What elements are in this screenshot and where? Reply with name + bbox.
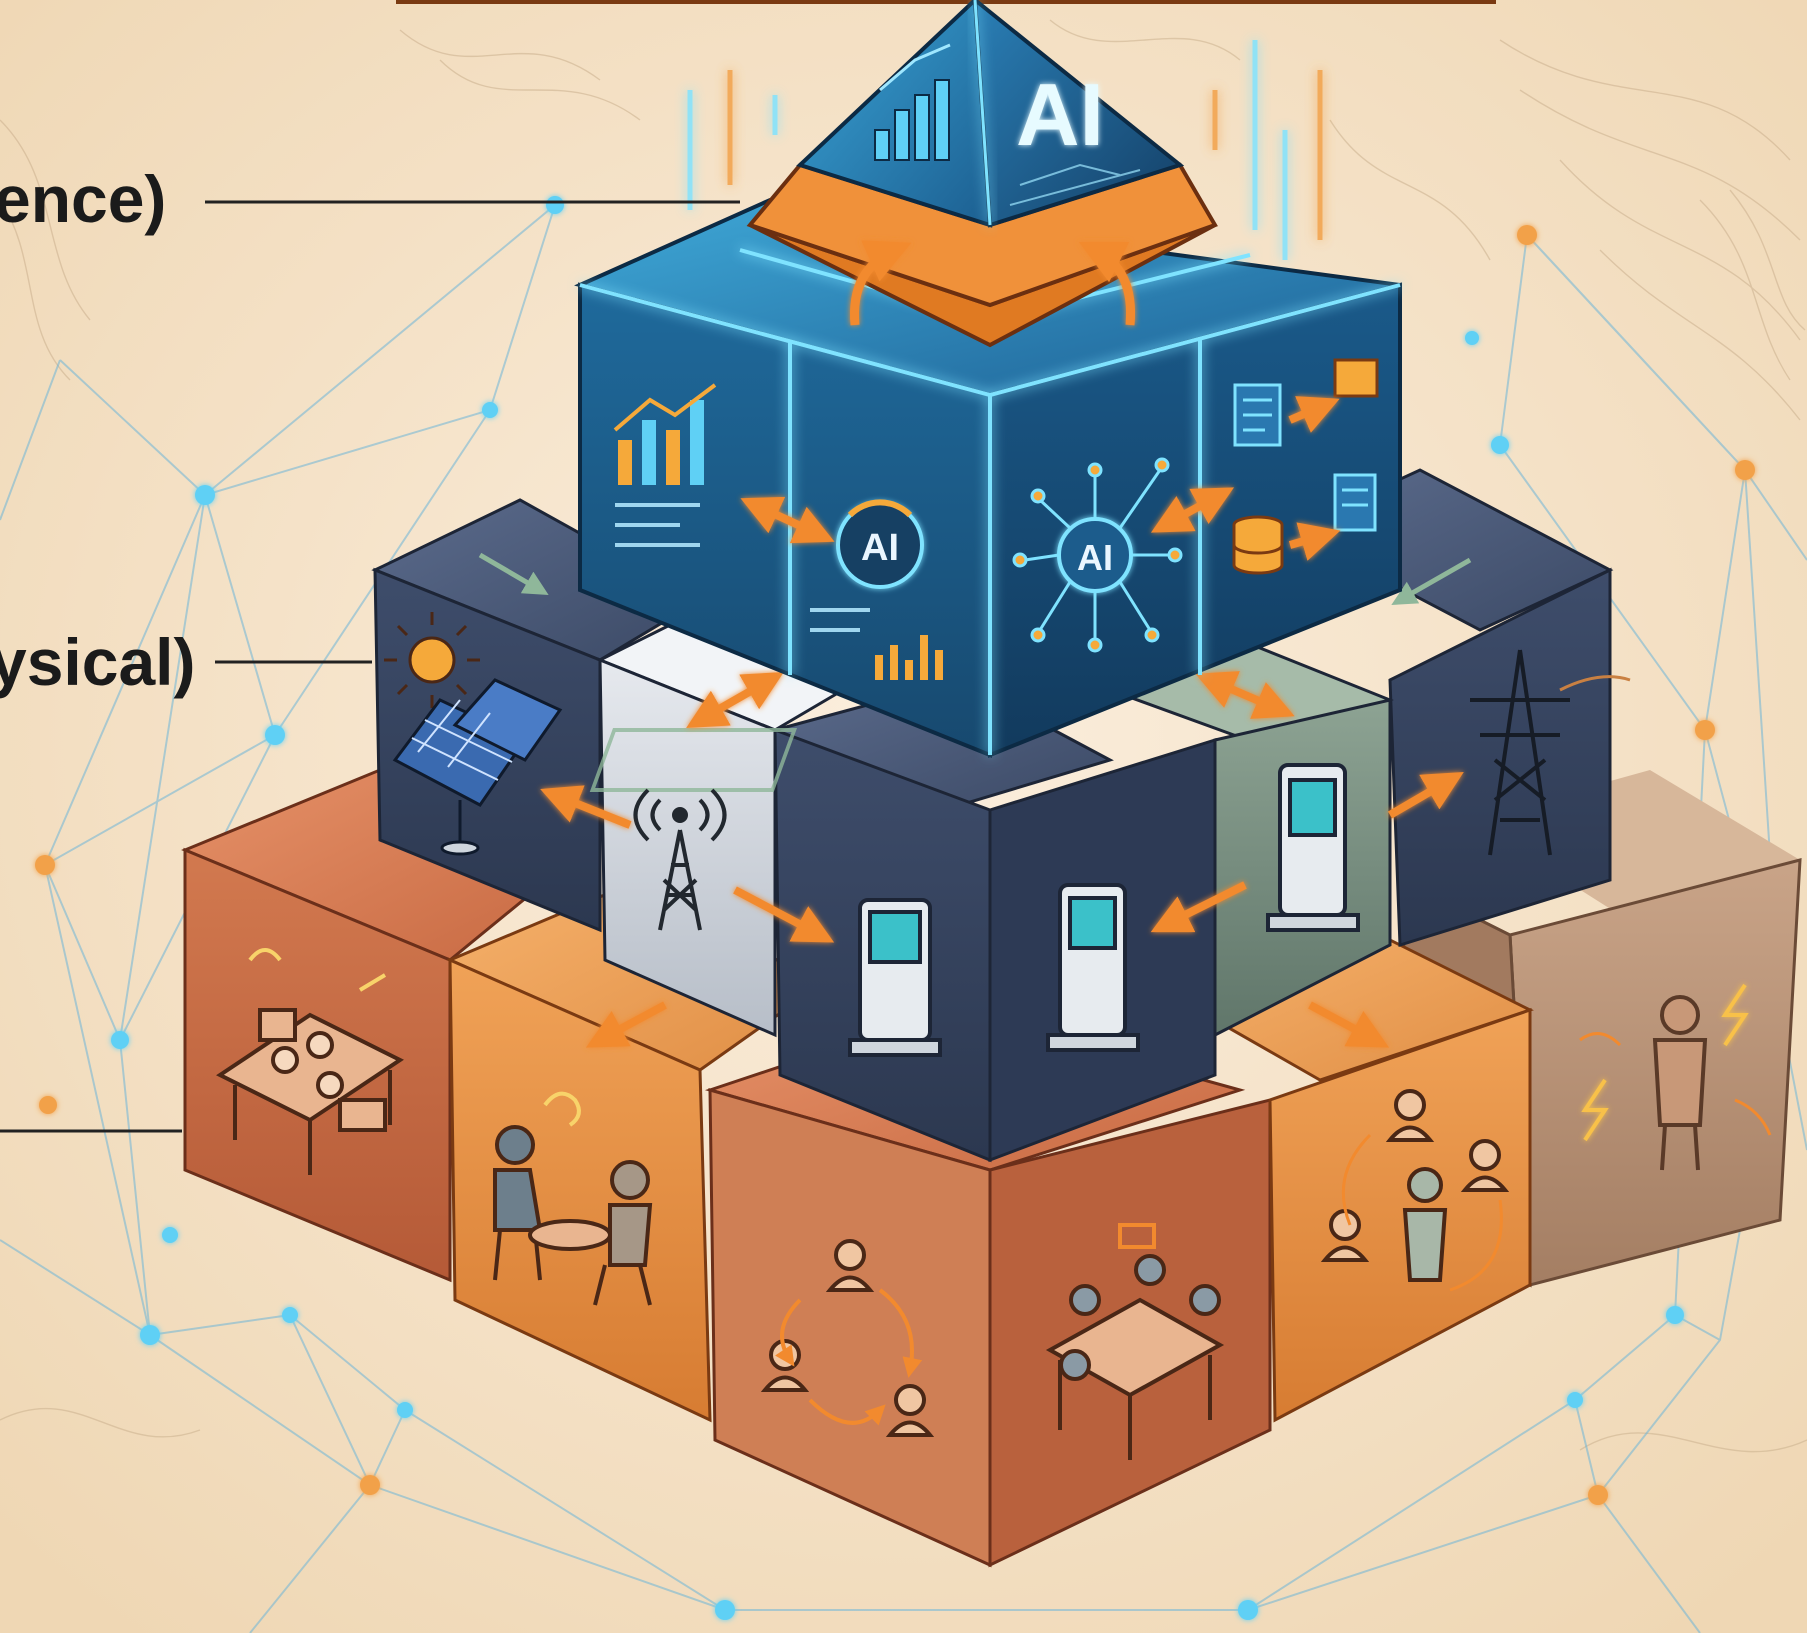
document-icon — [1233, 383, 1377, 532]
folder-icon — [1333, 358, 1379, 398]
cube-orange-right — [1176, 928, 1534, 1423]
neural-network-icon: AI — [1012, 457, 1183, 653]
pyramid-ai-label: AI — [1016, 65, 1104, 164]
ai-chip-icon: AI — [810, 499, 943, 680]
power-pylon-icon — [1470, 649, 1631, 856]
bar-chart-icon — [613, 383, 717, 547]
cube-slate-center — [589, 678, 1217, 1163]
sun-icon — [384, 612, 480, 708]
label-top-layer: ence) — [0, 162, 740, 236]
database-icon — [1232, 515, 1284, 575]
layer-labels: ence) ysical) — [0, 162, 740, 1133]
energized-person-icon — [1579, 983, 1772, 1171]
pyramid-chart-icon — [874, 43, 951, 161]
neural-ai-label: AI — [1077, 537, 1113, 578]
label-middle-text: ysical) — [0, 625, 195, 699]
community-cycle-icon — [760, 1239, 935, 1437]
title-banner-edge — [396, 0, 1496, 4]
ai-chip-label: AI — [861, 527, 899, 569]
kiosk-terminal-icon — [848, 763, 1360, 1057]
label-middle-layer: ysical) — [0, 625, 372, 699]
top-layer: AI AI — [574, 197, 1402, 758]
dining-table-icon — [216, 948, 404, 1175]
conversation-people-icon — [493, 1091, 653, 1306]
contour-lines — [0, 19, 1807, 1453]
group-network-icon — [1320, 1089, 1510, 1292]
top-flow-arrows — [740, 396, 1341, 561]
middle-flow-arrows — [540, 671, 1464, 1048]
ai-pyramid: AI — [687, 0, 1323, 348]
meeting-table-icon — [1045, 1223, 1225, 1460]
label-top-text: ence) — [0, 162, 166, 236]
solar-panel-icon — [392, 678, 563, 856]
radio-tower-icon — [633, 788, 727, 931]
bottom-layer — [181, 768, 1802, 1568]
